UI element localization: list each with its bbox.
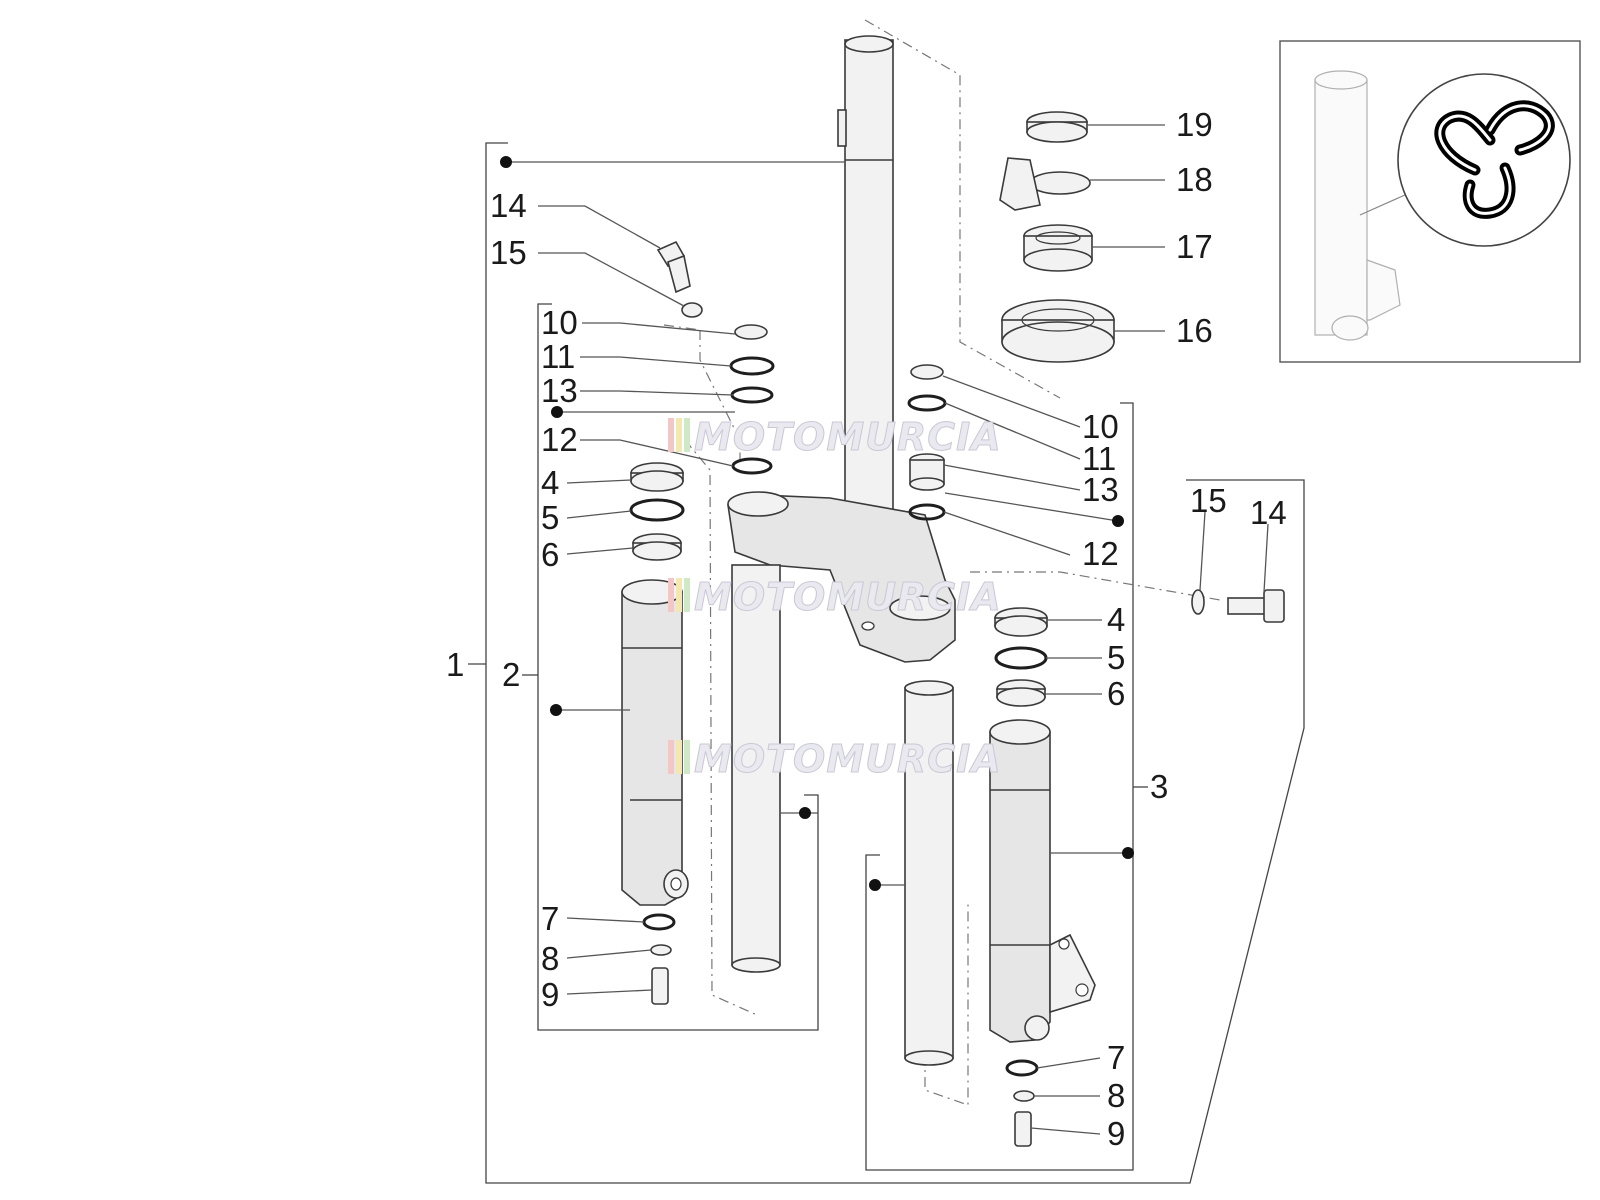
- callout-7-right: 7: [1107, 1039, 1125, 1076]
- assembly-brackets: [468, 142, 1305, 1184]
- watermark-text-2: MOTOMURCIA: [694, 575, 1002, 619]
- callout-19: 19: [1176, 106, 1213, 143]
- headset-parts: [999, 111, 1115, 363]
- callout-7-left: 7: [541, 900, 559, 937]
- fork-crown: [727, 491, 956, 663]
- product-logo-icon-inner: [1438, 104, 1551, 215]
- leader-lines: [500, 124, 1269, 1135]
- callout-1: 1: [446, 646, 464, 683]
- watermark-logo-icon: [668, 418, 690, 774]
- callout-11-right: 11: [1082, 440, 1116, 477]
- callout-10-right: 10: [1082, 408, 1119, 445]
- callout-9-right: 9: [1107, 1115, 1125, 1152]
- stanchion-tubes: [731, 564, 954, 1066]
- callout-9-left: 9: [541, 976, 559, 1013]
- watermark-text-1: MOTOMURCIA: [694, 415, 1002, 459]
- callout-6-left: 6: [541, 536, 559, 573]
- right-fork-leg: [989, 719, 1096, 1043]
- callout-5-left: 5: [541, 499, 559, 536]
- callout-3: 3: [1150, 768, 1168, 805]
- callout-14-left: 14: [490, 187, 527, 224]
- alignment-lines: [663, 19, 1221, 1106]
- steering-tube: [834, 35, 904, 561]
- callout-15-left: 15: [490, 234, 527, 271]
- watermark-group: MOTOMURCIA MOTOMURCIA MOTOMURCIA: [668, 415, 1002, 782]
- callout-15-right: 15: [1190, 482, 1227, 519]
- callout-16: 16: [1176, 312, 1213, 349]
- callout-13-right: 13: [1082, 471, 1119, 508]
- callout-labels: 1 2 3 14 15 10 11 13 12 4 5 6 7 8 9 10 1…: [446, 106, 1287, 1152]
- callout-12-right: 12: [1082, 535, 1119, 572]
- bracket-assembly-3: [865, 402, 1134, 1171]
- assembly-dots: [500, 156, 1134, 891]
- inset-panel: [1279, 40, 1581, 363]
- left-small-parts: [629, 240, 775, 1005]
- callout-13-left: 13: [541, 372, 578, 409]
- callout-12-left: 12: [541, 421, 578, 458]
- callout-5-right: 5: [1107, 639, 1125, 676]
- bracket-assembly-1: [485, 142, 1305, 1184]
- callout-2: 2: [502, 656, 520, 693]
- callout-8-right: 8: [1107, 1077, 1125, 1114]
- callout-10-left: 10: [541, 304, 578, 341]
- callout-11-left: 11: [541, 338, 575, 375]
- callout-8-left: 8: [541, 940, 559, 977]
- callout-14-right: 14: [1250, 494, 1287, 531]
- callout-18: 18: [1176, 161, 1213, 198]
- watermark-text-3: MOTOMURCIA: [694, 737, 1002, 781]
- callout-4-left: 4: [541, 464, 559, 501]
- callout-17: 17: [1176, 228, 1213, 265]
- right-small-parts: [907, 364, 1285, 1147]
- callout-4-right: 4: [1107, 601, 1125, 638]
- callout-6-right: 6: [1107, 675, 1125, 712]
- bracket-assembly-2: [537, 303, 819, 1031]
